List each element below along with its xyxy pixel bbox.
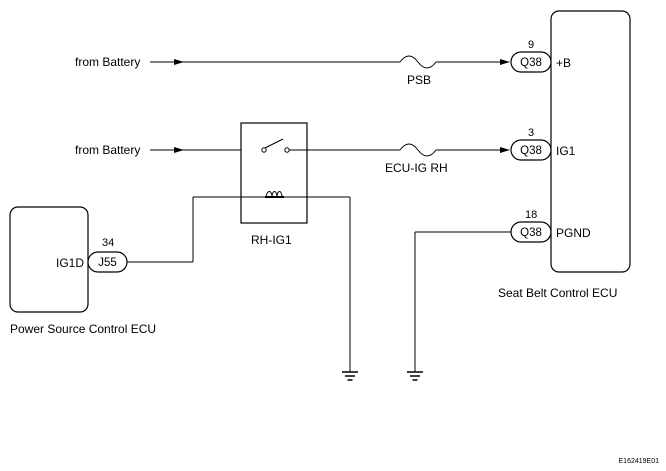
psb-fuse-label: PSB xyxy=(407,73,431,87)
psb-fuse-icon xyxy=(399,55,437,69)
battery-input-mid-label: from Battery xyxy=(75,143,140,157)
pin-number-34: 34 xyxy=(102,237,114,249)
terminal-pgnd: PGND xyxy=(556,226,591,240)
q38-connector-pin9 xyxy=(510,51,552,73)
q38-connector-pin18-label: Q38 xyxy=(520,227,542,239)
relay-contact-right xyxy=(284,147,290,153)
relay-coil-icon xyxy=(265,191,283,197)
pin-number-9: 9 xyxy=(528,39,534,51)
relay-label: RH-IG1 xyxy=(251,233,292,247)
j55-connector-label: J55 xyxy=(98,257,117,269)
ground-icon-pgnd xyxy=(407,371,423,381)
battery-input-top-label: from Battery xyxy=(75,55,140,69)
q38-connector-pin9-label: Q38 xyxy=(520,57,542,69)
pin-number-3: 3 xyxy=(528,127,534,139)
ground-icon-relay xyxy=(342,371,358,381)
terminal-ig1d: IG1D xyxy=(56,256,84,270)
terminal-plus-b: +B xyxy=(556,56,571,70)
terminal-ig1: IG1 xyxy=(556,144,576,158)
power-source-ecu-label: Power Source Control ECU xyxy=(10,322,156,336)
q38-connector-pin3-label: Q38 xyxy=(520,145,542,157)
j55-connector xyxy=(87,251,128,273)
ecu-ig-rh-fuse-label: ECU-IG RH xyxy=(385,161,448,175)
figure-id: E162419E01 xyxy=(619,458,660,465)
pin-number-18: 18 xyxy=(525,209,537,221)
q38-connector-pin3 xyxy=(510,139,552,161)
relay-switch-blade xyxy=(264,138,284,149)
seat-belt-ecu-box xyxy=(550,10,631,273)
seat-belt-ecu-label: Seat Belt Control ECU xyxy=(498,286,617,300)
ecu-ig-rh-fuse-icon xyxy=(399,143,437,157)
rh-ig1-relay-box xyxy=(240,122,308,224)
relay-contact-left xyxy=(261,147,267,153)
